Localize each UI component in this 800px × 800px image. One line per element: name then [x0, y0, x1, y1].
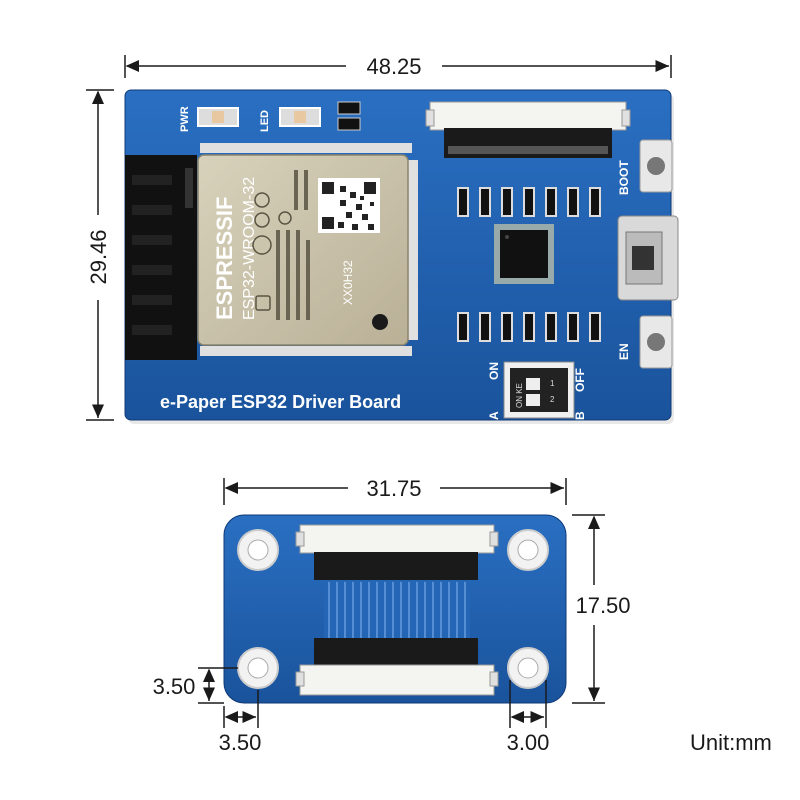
boot-button[interactable]: [639, 139, 673, 193]
mounting-hole-bottom-left: [237, 647, 279, 689]
dip-switch[interactable]: [503, 361, 575, 419]
b-label: B: [573, 411, 587, 420]
hole-offset-horizontal-value: 3.50: [219, 730, 262, 755]
adapter-traces: [324, 582, 470, 638]
off-label: OFF: [573, 368, 587, 392]
mounting-hole-bottom-right: [507, 647, 549, 689]
micro-usb-port[interactable]: [617, 215, 679, 301]
dimension-adapter-width: 31.75: [223, 476, 567, 505]
qr-code: [318, 178, 380, 233]
adapter-fpc-top: [295, 524, 499, 580]
switch-num-1: 1: [550, 379, 555, 388]
board-width-value: 48.25: [366, 54, 421, 79]
smd-resistors-top: [337, 101, 361, 131]
boot-label: BOOT: [617, 160, 631, 195]
adapter-width-value: 31.75: [366, 476, 421, 501]
en-button[interactable]: [639, 315, 673, 369]
smd-row-upper: [457, 187, 601, 217]
board-title: e-Paper ESP32 Driver Board: [160, 392, 401, 412]
module-brand: ESPRESSIF: [212, 197, 237, 320]
en-label: EN: [617, 343, 631, 360]
adapter-board: [223, 514, 567, 704]
hole-offset-vertical-value: 3.50: [153, 674, 196, 699]
usb-uart-chip: [494, 224, 554, 284]
smd-row-lower: [457, 312, 601, 342]
header-pins: [132, 175, 172, 335]
adapter-fpc-bottom: [295, 638, 499, 696]
adapter-height-value: 17.50: [575, 593, 630, 618]
module-model: ESP32-WROOM-32: [241, 177, 258, 320]
dimension-adapter-height: 17.50: [572, 514, 631, 704]
switch-text: ON KE: [515, 383, 524, 408]
dimension-hole-diameter: 3.00: [507, 680, 550, 755]
esp32-module: ESPRESSIF ESP32-WROOM-32 XX0H32: [197, 154, 409, 346]
dimension-board-height: 29.46: [86, 89, 114, 421]
dimension-hole-offset-horizontal: 3.50: [219, 690, 262, 755]
on-label: ON: [487, 362, 501, 380]
module-dot: [372, 314, 388, 330]
a-label: A: [487, 411, 501, 420]
module-castellations: [200, 143, 418, 356]
dimension-board-width: 48.25: [124, 54, 672, 79]
module-fine-print: [276, 170, 310, 320]
module-chip-mark: XX0H32: [341, 260, 355, 305]
mounting-hole-top-left: [237, 529, 279, 571]
mounting-hole-top-right: [507, 529, 549, 571]
fpc-connector-top: [425, 101, 631, 158]
certification-marks-icon: [252, 192, 292, 255]
led-label: LED: [259, 110, 271, 132]
dimension-hole-offset-vertical: 3.50: [153, 667, 238, 704]
hole-diameter-value: 3.00: [507, 730, 550, 755]
board-height-value: 29.46: [86, 229, 111, 284]
pwr-label: PWR: [179, 106, 191, 132]
switch-num-2: 2: [550, 395, 555, 404]
unit-label: Unit:mm: [690, 730, 772, 755]
driver-board: PWR LED: [124, 89, 679, 424]
wifi-logo-icon: [255, 295, 271, 311]
